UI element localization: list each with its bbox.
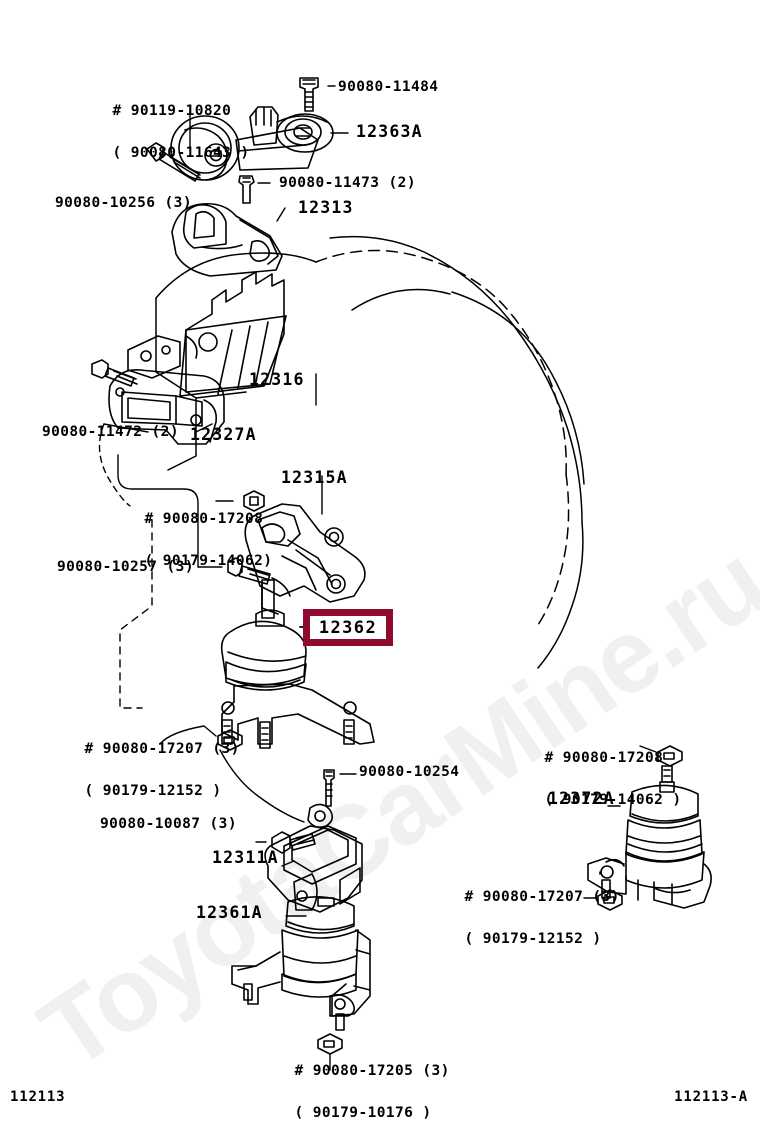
part-12311A-bracket (255, 769, 363, 913)
label-90080-11472: 90080-11472 (2) (42, 424, 179, 440)
label-line-1: # 90080-17207 (3) (464, 889, 620, 905)
label-90080-11484: 90080-11484 (338, 79, 439, 95)
label-line-2: ( 90179-14062) (144, 553, 273, 569)
footer-right-code: 112113-A (674, 1089, 748, 1105)
label-90080-10087: 90080-10087 (3) (100, 816, 237, 832)
part-12327A-bracket (91, 359, 225, 507)
part-12361A-mount (231, 896, 371, 1071)
label-90080-17205: # 90080-17205 (3) ( 90179-10176 ) (258, 1040, 450, 1145)
label-90080-11473: 90080-11473 (2) (279, 175, 416, 191)
part-12362-mount (159, 579, 375, 823)
label-line-2: ( 90179-14062 ) (544, 792, 682, 808)
part-12313-bracket (171, 175, 286, 277)
highlighted-part-number: 12362 (318, 617, 378, 638)
part-12372A-mount (583, 745, 712, 911)
label-90080-10254: 90080-10254 (359, 764, 460, 780)
label-line-1: # 90080-17205 (3) (294, 1063, 450, 1079)
label-12313: 12313 (298, 198, 354, 217)
label-90119-10820: # 90119-10820 ( 90080-11643 ) (76, 80, 250, 185)
label-90080-10257: 90080-10257 (3) (57, 559, 194, 575)
label-12361A: 12361A (196, 903, 263, 922)
label-line-2: ( 90179-10176 ) (294, 1105, 432, 1121)
diagram-artwork (91, 77, 712, 1071)
label-90080-17207-center: # 90080-17207 (3) ( 90179-12152 ) (48, 718, 240, 823)
label-line-2: ( 90179-12152 ) (464, 931, 602, 947)
engine-body-contour (155, 235, 585, 669)
highlighted-part-12362[interactable]: 12362 (303, 609, 393, 646)
label-line-2: ( 90179-12152 ) (84, 783, 222, 799)
label-line-1: # 90119-10820 (112, 103, 232, 119)
label-12363A: 12363A (356, 122, 423, 141)
label-12315A: 12315A (281, 468, 348, 487)
label-line-1: # 90080-17208 (144, 511, 264, 527)
label-line-2: ( 90080-11643 ) (112, 145, 250, 161)
label-90080-17207-lower: # 90080-17207 (3) ( 90179-12152 ) (428, 866, 620, 971)
label-12311A: 12311A (212, 848, 279, 867)
label-line-1: # 90080-17207 (3) (84, 741, 240, 757)
label-12316: 12316 (249, 370, 305, 389)
part-12363A-torque-rod (146, 77, 349, 182)
parts-diagram-sheet: ToyotaCarMine.ru (10, 77, 760, 1121)
label-90080-17208-upper: # 90080-17208 ( 90179-14062) (108, 488, 272, 593)
label-90080-17208-lower: # 90080-17208 ( 90179-14062 ) (508, 727, 682, 832)
part-12315A-bracket (117, 454, 366, 709)
label-90080-10256: 90080-10256 (3) (55, 195, 192, 211)
footer-left-code: 112113 (10, 1089, 66, 1105)
label-12372A: 12372A (548, 789, 615, 808)
label-line-1: # 90080-17208 (544, 750, 664, 766)
label-12327A: 12327A (190, 425, 257, 444)
